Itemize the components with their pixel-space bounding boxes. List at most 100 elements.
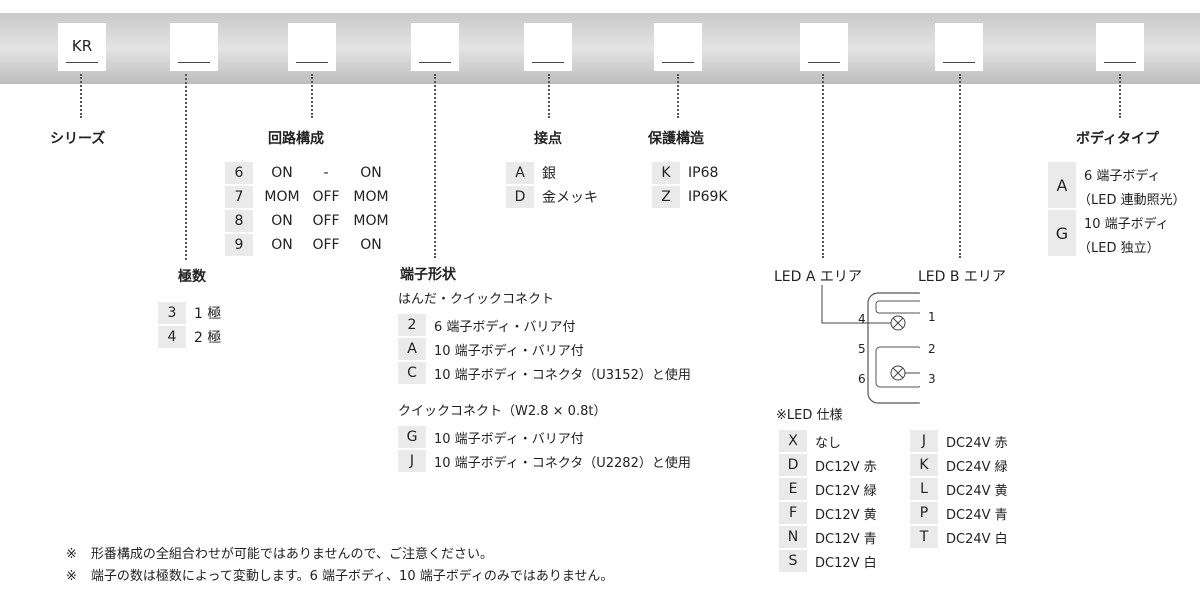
leader-series: [80, 74, 82, 118]
led-a-cross-icon: [892, 317, 904, 329]
option-label: IP68: [688, 165, 719, 181]
slot-led-b: [935, 23, 983, 71]
option-label: DC24V 白: [946, 531, 1008, 547]
option-label-line1: 10 端子ボディ: [1084, 217, 1169, 232]
poles-title: 極数: [178, 269, 206, 285]
circuit-cell: MOM: [353, 213, 389, 229]
switch-top-slot: [875, 300, 920, 314]
circuit-cell: MOM: [353, 189, 389, 205]
pin-label: 4: [858, 312, 866, 326]
option-desc: ON OFF MOM: [253, 210, 393, 232]
circuit-cell: ON: [271, 165, 293, 181]
terminal-group2-title: クイックコネクト（W2.8 × 0.8t）: [398, 404, 607, 419]
option-label-line2: （LED 連動照光）: [1078, 193, 1186, 208]
option-label: 10 端子ボディ・コネクタ（U3152）と使用: [434, 367, 691, 383]
option-desc: ON-ON: [253, 162, 393, 184]
option-desc: MOM OFF MOM: [253, 186, 393, 208]
option-code: J: [910, 430, 938, 452]
option-code: P: [910, 502, 938, 524]
led-spec-row: D DC12V 赤: [779, 454, 877, 476]
circuit-row: 7 MOM OFF MOM: [225, 186, 393, 208]
option-code: 7: [225, 186, 253, 208]
slot-underline: [1104, 62, 1136, 63]
option-code: D: [779, 454, 807, 476]
option-label: 10 端子ボディ・バリア付: [434, 343, 584, 359]
protection-title: 保護構造: [648, 131, 704, 147]
leader-terminal: [434, 74, 436, 258]
option-label: 10 端子ボディ・コネクタ（U2282）と使用: [434, 455, 691, 471]
option-code: N: [779, 526, 807, 548]
series-title: シリーズ: [50, 131, 106, 147]
option-code: K: [652, 162, 680, 184]
slot-underline: [808, 62, 840, 63]
circuit-cell: OFF: [312, 213, 340, 229]
circuit-row: 8 ON OFF MOM: [225, 210, 393, 232]
terminal-row: G 10 端子ボディ・バリア付: [398, 426, 584, 448]
footnote: ※端子の数は極数によって変動します。6 端子ボディ、10 端子ボディのみではあり…: [66, 565, 613, 584]
slot-underline: [662, 62, 694, 63]
option-code: T: [910, 526, 938, 548]
option-code: G: [1048, 210, 1076, 256]
option-code: 2: [398, 314, 426, 336]
option-label: 6 端子ボディ・バリア付: [434, 319, 576, 335]
pin-label: 3: [928, 372, 936, 386]
option-code: 9: [225, 234, 253, 256]
leader-led-a: [822, 74, 824, 258]
option-label: 金メッキ: [542, 190, 598, 206]
pin-label: 2: [928, 342, 936, 356]
body-type-title: ボディタイプ: [1076, 131, 1160, 147]
slot-contact: [524, 23, 572, 71]
slot-led-a: [800, 23, 848, 71]
option-code: F: [779, 502, 807, 524]
slot-series: KR: [58, 23, 106, 71]
option-code: G: [398, 426, 426, 448]
option-code: L: [910, 478, 938, 500]
option-code: D: [506, 186, 534, 208]
led-spec-row: F DC12V 黄: [779, 502, 877, 524]
option-code: E: [779, 478, 807, 500]
pin-label: 5: [858, 342, 866, 356]
led-spec-row: J DC24V 赤: [910, 430, 1008, 452]
option-code: 3: [158, 302, 186, 324]
led-spec-title: ※LED 仕様: [776, 408, 843, 423]
slot-body-type: [1096, 23, 1144, 71]
circuit-cell: OFF: [312, 237, 340, 253]
slot-underline: [532, 62, 564, 63]
circuit-cell: OFF: [312, 189, 340, 205]
option-code: S: [779, 550, 807, 572]
body-type-option: A 6 端子ボディ （LED 連動照光）: [1048, 162, 1188, 208]
pin-label: 6: [858, 372, 866, 386]
option-label: DC24V 青: [946, 507, 1008, 523]
leader-body-type: [1119, 74, 1121, 118]
note-text: 端子の数は極数によって変動します。6 端子ボディ、10 端子ボディのみではありま…: [90, 569, 614, 584]
slot-underline: [296, 62, 328, 63]
circuit-cell: MOM: [264, 189, 300, 205]
option-code: 6: [225, 162, 253, 184]
protection-row: K IP68: [652, 162, 718, 184]
slot-terminal: [411, 23, 459, 71]
contact-row: D 金メッキ: [506, 186, 598, 208]
option-label: DC12V 赤: [815, 459, 877, 475]
option-label: 10 端子ボディ・バリア付: [434, 431, 584, 447]
option-label: IP69K: [688, 189, 728, 205]
switch-body-diagram: [821, 285, 920, 404]
led-b-cross-icon: [892, 367, 904, 379]
slot-poles: [170, 23, 218, 71]
option-label: DC12V 黄: [815, 507, 877, 523]
leader-led-b: [959, 74, 961, 258]
led-spec-row: P DC24V 青: [910, 502, 1008, 524]
circuit-cell: ON: [271, 237, 293, 253]
leader-poles: [185, 74, 187, 260]
circuit-cell: ON: [271, 213, 293, 229]
option-label-line2: （LED 独立）: [1078, 241, 1160, 256]
option-label: DC24V 緑: [946, 459, 1008, 475]
option-code: 8: [225, 210, 253, 232]
option-label: DC24V 赤: [946, 435, 1008, 451]
